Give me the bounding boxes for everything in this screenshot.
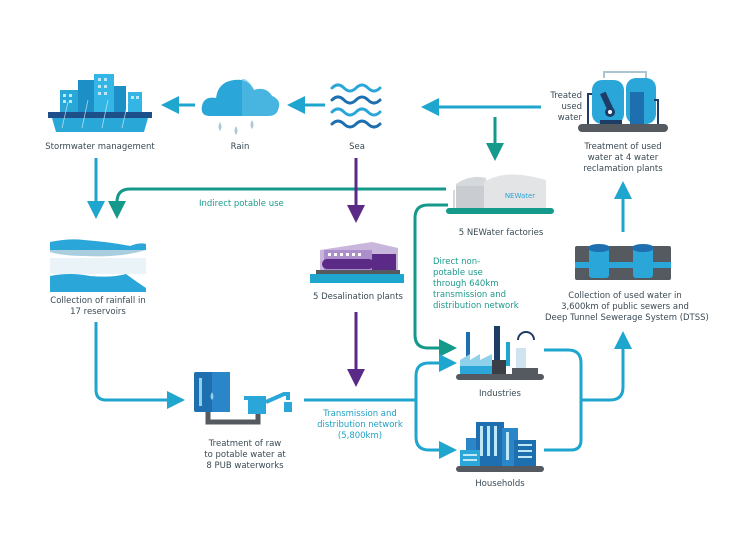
desalination-label: 5 Desalination plants [313, 292, 403, 302]
indirect-potable-label: Indirect potable use [199, 199, 284, 209]
rain-label: Rain [230, 142, 250, 152]
sewer-pipes-icon [575, 244, 671, 280]
rain-cloud-icon [201, 78, 280, 135]
stormwater-label: Stormwater management [45, 142, 155, 152]
direct-non-potable-label: Direct non- potable use through 640km tr… [433, 257, 519, 311]
city-buildings-icon [48, 74, 152, 132]
newater-tank-text: NEWater [505, 192, 535, 200]
reservoirs-label: Collection of rainfall in 17 reservoirs [50, 296, 146, 317]
reclamation-label: Treatment of used water at 4 water recla… [583, 142, 663, 174]
apartment-buildings-icon [456, 422, 544, 472]
water-tank-tap-icon [194, 372, 292, 425]
transmission-label: Transmission and distribution network (5… [317, 409, 403, 441]
desalination-plant-icon [310, 242, 404, 283]
waterworks-label: Treatment of raw to potable water at 8 P… [204, 439, 286, 471]
arrow-to-industries [414, 354, 457, 400]
sea-waves-icon [330, 83, 382, 129]
arrow-industries-out [544, 348, 583, 452]
households-label: Households [475, 479, 525, 489]
arrow-to-households [414, 400, 457, 459]
newater-label: 5 NEWater factories [458, 228, 544, 238]
arrow-indirect-potable [108, 187, 446, 219]
industries-label: Industries [479, 389, 521, 399]
factory-icon [456, 326, 544, 380]
arrow-merge-to-sewers [581, 331, 632, 402]
newater-factory-icon: NEWater [446, 174, 554, 214]
arrow-newater-to-industries [413, 203, 457, 357]
reservoir-icon [50, 239, 146, 292]
sea-label: Sea [349, 142, 365, 152]
arrow-reservoirs-to-waterworks [94, 322, 185, 409]
sewers-label: Collection of used water in 3,600km of p… [545, 291, 709, 323]
water-reclamation-plant-icon [578, 71, 668, 132]
treated-used-water-label: Treated used water [550, 91, 582, 123]
